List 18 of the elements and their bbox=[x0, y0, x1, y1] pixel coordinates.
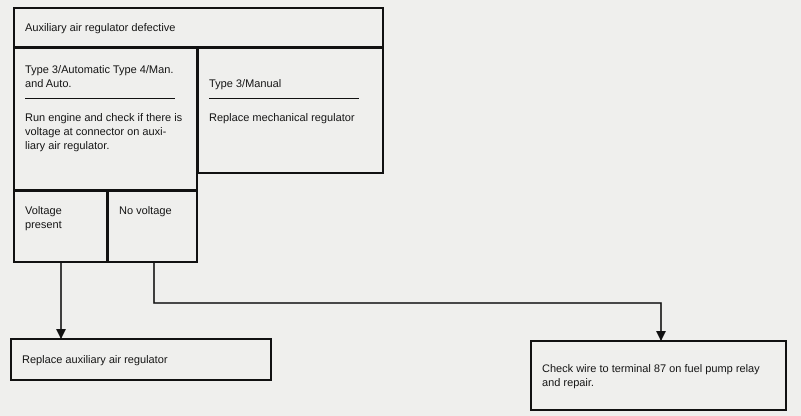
process-box bbox=[107, 190, 198, 263]
box-text: Replace auxiliary air regulator bbox=[22, 352, 169, 366]
process-box bbox=[197, 47, 384, 174]
box-text: Replace mechanical regulator bbox=[209, 111, 356, 125]
process-box bbox=[13, 47, 198, 191]
process-box bbox=[530, 340, 787, 411]
box-text: Run engine and check if there is voltage at connector on auxi- liary air regulator. bbox=[25, 111, 184, 153]
box-text: No voltage bbox=[119, 204, 173, 218]
process-box bbox=[10, 338, 272, 381]
box-heading: Type 3/Automatic Type 4/Man. and Auto. bbox=[25, 63, 174, 91]
box-text: Check wire to terminal 87 on fuel pump relay and repair. bbox=[542, 362, 761, 390]
arrow bbox=[56, 263, 66, 339]
box-text: Voltage present bbox=[25, 204, 63, 232]
arrow bbox=[153, 263, 666, 341]
box-heading: Type 3/Manual bbox=[209, 77, 282, 91]
box-text: Auxiliary air regulator defective bbox=[25, 20, 176, 34]
process-box bbox=[13, 7, 384, 48]
process-box bbox=[13, 190, 108, 263]
